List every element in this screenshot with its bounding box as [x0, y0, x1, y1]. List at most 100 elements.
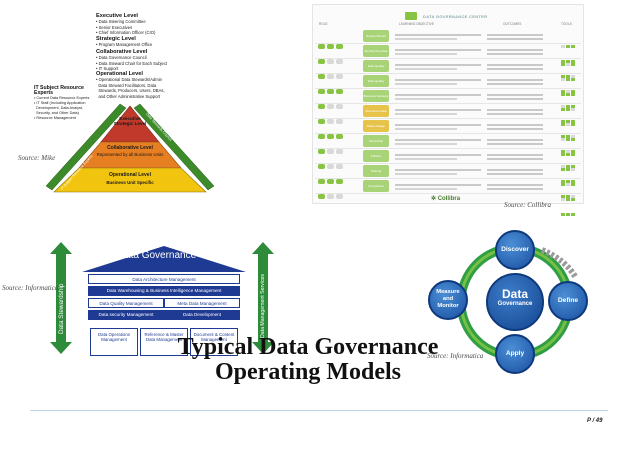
- role-indicator-icon: [318, 44, 325, 49]
- tool-icon: [571, 150, 575, 153]
- tool-icon: [571, 120, 575, 123]
- tool-icon: [571, 183, 575, 186]
- outcome-text: [487, 79, 543, 81]
- collibra-step-row: Policies: [315, 149, 581, 186]
- collibra-step-row: Compliance: [315, 179, 581, 216]
- tool-indicators: [561, 110, 579, 141]
- it-experts-block: IT Subject Resource Experts • Current Da…: [34, 85, 90, 120]
- role-indicators: [318, 66, 356, 79]
- step-badge[interactable]: Data Lineage: [363, 120, 389, 132]
- tool-icon: [566, 78, 570, 81]
- executive-level-block: Executive Level • Data Steering Committe…: [96, 13, 156, 36]
- learning-objective-text: [395, 79, 481, 81]
- source-informatica-right: Source: Informatica: [427, 352, 484, 360]
- pyramid-top-label: Executive Strategic Level: [113, 116, 147, 127]
- house-roof: [82, 246, 246, 272]
- outcome-text: [487, 154, 543, 156]
- data-development-band: Data Development: [164, 310, 240, 320]
- role-indicator-icon: [318, 104, 325, 109]
- tool-icon: [561, 60, 565, 63]
- step-badge[interactable]: Data Quality: [363, 75, 389, 87]
- step-badge[interactable]: Ownership: [363, 135, 389, 147]
- role-indicators: [318, 81, 356, 94]
- tool-icon: [566, 180, 570, 183]
- outcome-text: [487, 139, 543, 141]
- tool-icon: [571, 63, 575, 66]
- tool-icon: [561, 198, 565, 201]
- step-badge[interactable]: Identify Key Data: [363, 45, 389, 57]
- learning-objective-text: [395, 98, 457, 100]
- tool-icon: [561, 108, 565, 111]
- tool-icon: [571, 180, 575, 183]
- tool-icon: [566, 90, 570, 93]
- outcome-text: [487, 34, 543, 36]
- role-indicator-icon: [327, 149, 334, 154]
- learning-objective-text: [395, 34, 481, 36]
- tool-icon: [566, 150, 570, 153]
- role-indicator-icon: [336, 149, 343, 154]
- learning-objective-text: [395, 169, 481, 171]
- learning-objective-text: [395, 109, 481, 111]
- step-badge[interactable]: Data Quality: [363, 60, 389, 72]
- step-badge[interactable]: Getting Started: [363, 30, 389, 42]
- role-indicators: [318, 111, 356, 124]
- tool-icon: [561, 195, 565, 198]
- pyramid-bottom-tier: [53, 167, 207, 193]
- step-badge[interactable]: Policies: [363, 150, 389, 162]
- tool-icon: [561, 138, 565, 141]
- role-indicators: [318, 171, 356, 184]
- outcome-text: [487, 169, 543, 171]
- role-indicator-icon: [336, 119, 343, 124]
- role-indicators: [318, 51, 356, 64]
- step-badge[interactable]: Compliance: [363, 180, 389, 192]
- pyramid-graphic: [45, 103, 215, 193]
- apply-node: Apply: [495, 334, 535, 374]
- source-informatica-left: Source: Informatica: [2, 284, 59, 292]
- collibra-logo: ✲ Collibra: [431, 196, 461, 202]
- tool-indicators: [561, 185, 579, 216]
- step-badge[interactable]: Sharing: [363, 165, 389, 177]
- page-number: P / 49: [587, 418, 603, 424]
- role-indicator-icon: [327, 74, 334, 79]
- tool-icon: [571, 60, 575, 63]
- collibra-step-row: Data Quality: [315, 59, 581, 96]
- role-indicators: [318, 126, 356, 139]
- outcome-text: [487, 128, 543, 130]
- tool-icon: [571, 135, 575, 138]
- tool-icon: [561, 165, 565, 168]
- pyramid-diagram: Executive Level • Data Steering Committe…: [30, 8, 226, 194]
- define-node: Define: [548, 281, 588, 321]
- role-indicator-icon: [327, 119, 334, 124]
- tool-icon: [566, 45, 570, 48]
- data-architecture-band: Data Architecture Management: [88, 274, 240, 284]
- learning-objective-text: [395, 139, 481, 141]
- data-management-services-label: Data Management Services: [260, 273, 266, 338]
- document-content-column: Document & Content Management: [190, 328, 238, 356]
- measure-monitor-node: Measure and Monitor: [428, 280, 468, 320]
- tool-icon: [566, 168, 570, 171]
- step-badge[interactable]: Business Glossary: [363, 90, 389, 102]
- tool-icon: [571, 75, 575, 78]
- col-outcomes: OUTCOMES: [503, 22, 522, 26]
- data-governance-hub: Data Governance: [486, 273, 544, 331]
- tool-indicators: [561, 50, 579, 81]
- collibra-step-row: Reference Data: [315, 104, 581, 141]
- role-indicator-icon: [327, 164, 334, 169]
- learning-objective-text: [395, 154, 481, 156]
- learning-objective-text: [395, 49, 481, 51]
- tool-icon: [561, 90, 565, 93]
- role-indicator-icon: [336, 74, 343, 79]
- tool-icon: [566, 213, 570, 216]
- pyramid-middle-sublabel: Represented by all Business Units: [96, 152, 164, 157]
- role-indicator-icon: [327, 59, 334, 64]
- outcome-text: [487, 188, 543, 190]
- role-indicator-icon: [327, 44, 334, 49]
- role-indicators: [318, 36, 356, 49]
- role-indicators: [318, 186, 356, 199]
- outcome-text: [487, 94, 543, 96]
- tool-icon: [561, 45, 565, 48]
- tool-indicators: [561, 170, 579, 201]
- step-badge[interactable]: Reference Data: [363, 105, 389, 117]
- learning-objective-text: [395, 53, 457, 55]
- cycle-accent-arrow: [540, 247, 579, 280]
